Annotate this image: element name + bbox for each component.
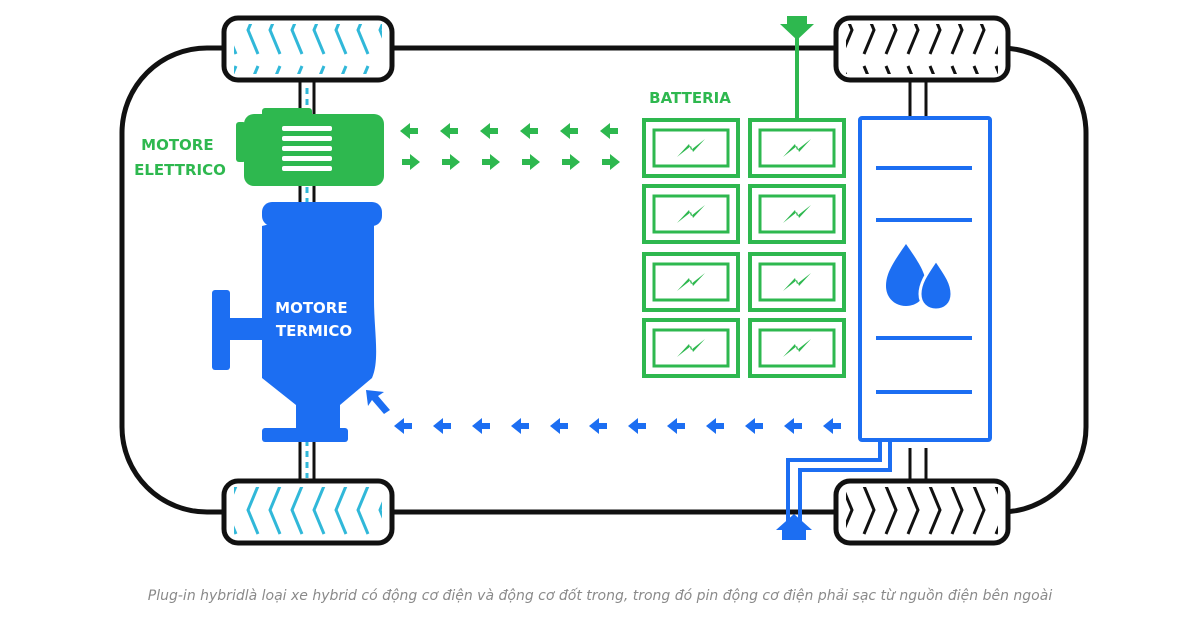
battery-cell [748, 252, 846, 312]
electric-flow-arrows [400, 123, 620, 170]
battery-cell [642, 252, 740, 312]
arrow-icon [442, 154, 460, 170]
lightning-icon [783, 339, 811, 357]
battery-cell [748, 184, 846, 244]
arrow-icon [522, 154, 540, 170]
electric-motor [236, 108, 384, 186]
figure-caption: Plug-in hybridlà loại xe hybrid có động … [147, 588, 1053, 604]
battery-cell [642, 318, 740, 378]
arrow-icon [440, 123, 458, 139]
thermal-motor [212, 202, 382, 442]
electric-motor-label: MOTORE ELETTRICO [134, 136, 226, 179]
arrow-icon [520, 123, 538, 139]
arrow-icon [823, 418, 841, 434]
lightning-icon [783, 139, 811, 157]
arrow-icon [562, 154, 580, 170]
tire-icon [221, 478, 395, 546]
lightning-icon [677, 205, 705, 223]
arrow-icon [784, 418, 802, 434]
lightning-icon [677, 273, 705, 291]
arrow-icon [402, 154, 420, 170]
electric-motor-label-line-1: MOTORE [141, 136, 213, 154]
tire-icon [221, 15, 395, 83]
lightning-icon [677, 339, 705, 357]
battery-cell [642, 184, 740, 244]
plug-in-hybrid-diagram: MOTORE ELETTRICO MOTORE TERMICO BATTERIA [119, 15, 1089, 546]
battery-cell [748, 318, 846, 378]
tire-icon [833, 15, 1011, 83]
rear-axle [908, 82, 928, 482]
arrow-icon [394, 418, 412, 434]
battery-label: BATTERIA [649, 89, 731, 107]
arrow-icon [706, 418, 724, 434]
arrow-icon [482, 154, 500, 170]
arrow-icon [780, 16, 814, 40]
arrow-icon [628, 418, 646, 434]
battery-pack [642, 118, 846, 378]
arrow-icon [667, 418, 685, 434]
tire-icon [833, 478, 1011, 546]
fuel-tank [776, 116, 992, 540]
fuel-flow-arrows [366, 390, 841, 434]
thermal-motor-label-line-2: TERMICO [276, 322, 352, 340]
lightning-icon [677, 139, 705, 157]
arrow-icon [776, 514, 812, 540]
water-drops-icon [886, 244, 954, 312]
external-charging-input [780, 16, 814, 120]
lightning-icon [783, 273, 811, 291]
arrow-icon [400, 123, 418, 139]
electric-motor-label-line-2: ELETTRICO [134, 161, 226, 179]
arrow-icon [366, 390, 390, 414]
arrow-icon [511, 418, 529, 434]
arrow-icon [600, 123, 618, 139]
lightning-icon [783, 205, 811, 223]
thermal-motor-label-line-1: MOTORE [275, 299, 347, 317]
arrow-icon [480, 123, 498, 139]
arrow-icon [745, 418, 763, 434]
battery-cell [642, 118, 740, 178]
arrow-icon [433, 418, 451, 434]
arrow-icon [560, 123, 578, 139]
arrow-icon [589, 418, 607, 434]
arrow-icon [472, 418, 490, 434]
tank-label: SERBATOIO [877, 136, 973, 154]
thermal-motor-label: MOTORE TERMICO [275, 299, 353, 340]
arrow-icon [550, 418, 568, 434]
arrow-icon [602, 154, 620, 170]
car-body-outline [119, 45, 1089, 515]
battery-cell [748, 118, 846, 178]
